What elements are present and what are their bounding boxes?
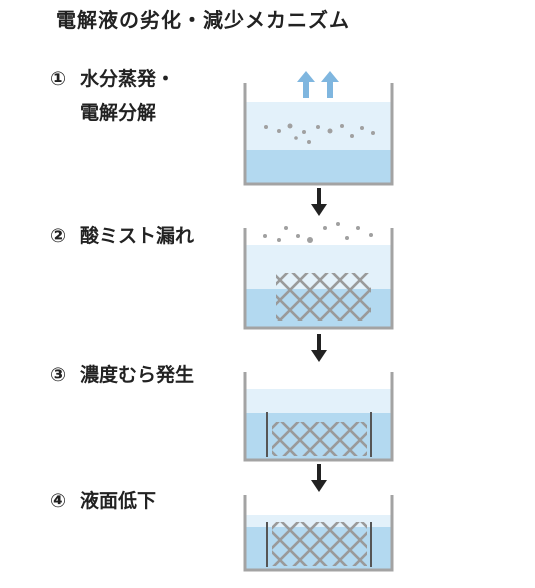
- electrode-plates-3: [272, 422, 367, 456]
- evaporation-arrows-icon: [297, 71, 339, 98]
- step-1-text-line1: 水分蒸発・: [80, 68, 176, 90]
- container-2: [243, 222, 394, 330]
- container-1: [243, 71, 394, 186]
- step-2-text: 酸ミスト漏れ: [80, 225, 195, 247]
- electrode-plates-2: [276, 273, 371, 321]
- step-1-label: ① 水分蒸発・ 電解分解: [50, 62, 175, 130]
- step-2-label: ② 酸ミスト漏れ: [50, 219, 194, 253]
- step-4-number: ④: [50, 490, 67, 512]
- liquid-light-3: [246, 389, 391, 413]
- arrow-down-2-icon: [311, 334, 327, 362]
- container-wall-2: [243, 228, 394, 330]
- step-1-number: ①: [50, 68, 67, 90]
- container-wall-4: [243, 495, 394, 572]
- step-1-text-line2: 電解分解: [80, 102, 157, 124]
- bubbles-1: [264, 123, 375, 144]
- mist-particles-2: [263, 222, 373, 243]
- step-3-label: ③ 濃度むら発生: [50, 358, 194, 392]
- container-3: [243, 372, 394, 462]
- container-wall-1: [243, 83, 394, 186]
- container-wall-3: [243, 372, 394, 462]
- arrow-down-3-icon: [311, 464, 327, 492]
- electrode-plates-4: [272, 522, 367, 566]
- container-4: [243, 495, 394, 572]
- liquid-dark-1: [246, 150, 391, 183]
- diagram-title: 電解液の劣化・減少メカニズム: [56, 8, 350, 32]
- step-3-number: ③: [50, 364, 67, 386]
- arrow-down-1-icon: [311, 188, 327, 216]
- step-3-text: 濃度むら発生: [80, 364, 195, 386]
- step-2-number: ②: [50, 225, 67, 247]
- step-4-label: ④ 液面低下: [50, 484, 156, 518]
- step-4-text: 液面低下: [80, 490, 157, 512]
